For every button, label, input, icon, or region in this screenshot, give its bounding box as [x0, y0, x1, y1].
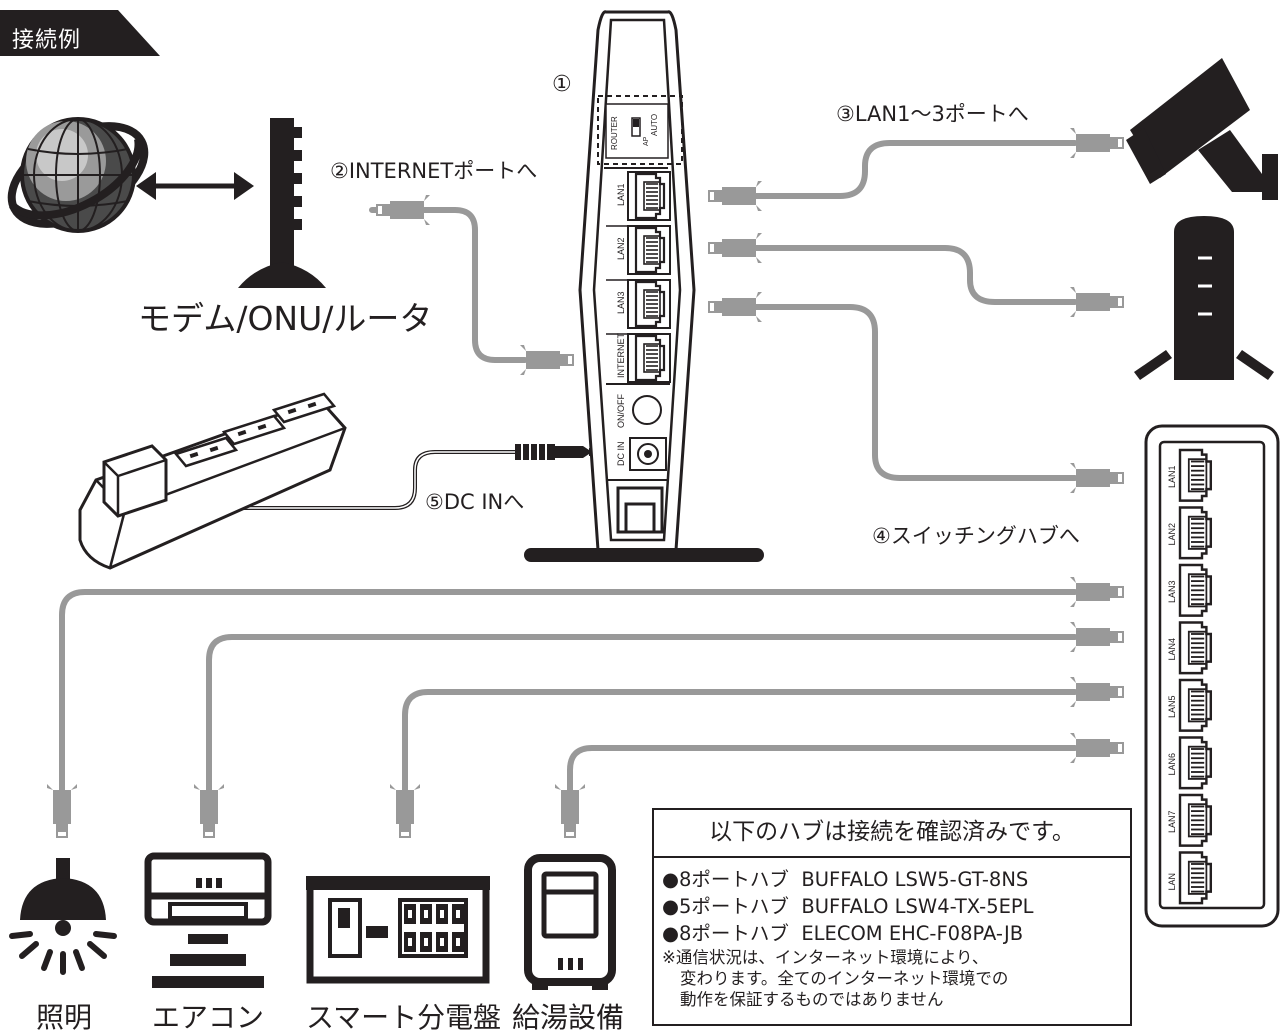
note-heading: 以下のハブは接続を確認済みです。 [654, 810, 1130, 858]
hub-type: ●8ポートハブ [662, 868, 789, 891]
svg-text:DC IN: DC IN [616, 442, 626, 467]
svg-text:ROUTER: ROUTER [610, 116, 619, 150]
internet-port-label: ②INTERNETポートへ [330, 159, 538, 183]
note-caveat-1: ※通信状況は、インターネット環境により、 [662, 948, 989, 967]
svg-text:LAN3: LAN3 [616, 291, 626, 314]
note-caveat-2: 変わります。全てのインターネット環境での [680, 969, 1009, 988]
hub-list-item: ●5ポートハブ BUFFALO LSW4-TX-5EPL [662, 893, 1130, 920]
bidirectional-arrow-icon [136, 172, 254, 200]
hub-port-label: LAN3 [1167, 580, 1177, 603]
hub-model: BUFFALO LSW5-GT-8NS [801, 868, 1029, 891]
hub-port [1178, 621, 1213, 675]
svg-text:LAN1: LAN1 [616, 183, 626, 206]
hub-port-label: LAN6 [1167, 753, 1177, 776]
hub-list-item: ●8ポートハブ ELECOM EHC-F08PA-JB [662, 920, 1130, 947]
tower-device-icon [1134, 216, 1274, 380]
security-camera-icon [1126, 58, 1278, 200]
svg-text:AUTO: AUTO [650, 114, 659, 136]
svg-text:INTERNET: INTERNET [616, 332, 626, 378]
hub-port-label: LAN4 [1167, 638, 1177, 661]
modem-icon [238, 118, 326, 288]
device-label-aircon: エアコン [152, 1001, 265, 1034]
air-conditioner-icon [144, 852, 272, 988]
hub-port [1178, 793, 1213, 847]
water-heater-icon [524, 854, 616, 990]
note-caveat-3: 動作を保証するものではありません [680, 990, 944, 1009]
hub-type: ●5ポートハブ [662, 895, 789, 918]
note-body: ●8ポートハブ BUFFALO LSW5-GT-8NS ●5ポートハブ BUFF… [654, 858, 1130, 1010]
power-strip-icon [78, 392, 347, 570]
title-text: 接続例 [12, 28, 82, 53]
hub-model: ELECOM EHC-F08PA-JB [801, 922, 1024, 945]
lamp-icon [9, 858, 117, 975]
hub-list-item: ●8ポートハブ BUFFALO LSW5-GT-8NS [662, 866, 1130, 893]
hub-type: ●8ポートハブ [662, 922, 789, 945]
distribution-board-icon [306, 876, 490, 984]
hub-port [1178, 851, 1213, 905]
svg-text:ON/OFF: ON/OFF [616, 394, 626, 428]
hub-port [1178, 563, 1213, 617]
svg-text:LAN2: LAN2 [616, 237, 626, 260]
hub-port [1178, 448, 1213, 502]
hub-port-label: LAN7 [1167, 810, 1177, 833]
hub-port [1178, 736, 1213, 790]
globe-icon [7, 117, 149, 233]
title-tab: 接続例 [0, 10, 160, 56]
hub-port-label: LAN5 [1167, 695, 1177, 718]
hub-port-label: LAN1 [1167, 465, 1177, 488]
hub-port-label: LAN [1167, 873, 1177, 891]
router-number-label: ① [552, 72, 572, 97]
switching-hub-label: ④スイッチングハブへ [872, 524, 1080, 548]
device-label-heater: 給湯設備 [512, 1001, 625, 1034]
compatibility-note: 以下のハブは接続を確認済みです。 ●8ポートハブ BUFFALO LSW5-GT… [652, 808, 1132, 1026]
lan-ports-label: ③LAN1〜3ポートへ [836, 102, 1029, 126]
hub-model: BUFFALO LSW4-TX-5EPL [801, 895, 1034, 918]
svg-text:AP: AP [643, 136, 650, 146]
hub-port-label: LAN2 [1167, 523, 1177, 546]
device-label-board: スマート分電盤 [306, 1001, 502, 1034]
dc-in-label: ⑤DC INへ [425, 490, 525, 514]
device-label-lamp: 照明 [36, 1001, 93, 1034]
hub-port [1178, 678, 1213, 732]
modem-label: モデム/ONU/ルータ [138, 299, 433, 338]
router-icon: ROUTER AP AUTO LAN1 LAN2 LAN3 INTERNET O… [524, 10, 764, 562]
hub-port [1178, 506, 1213, 560]
